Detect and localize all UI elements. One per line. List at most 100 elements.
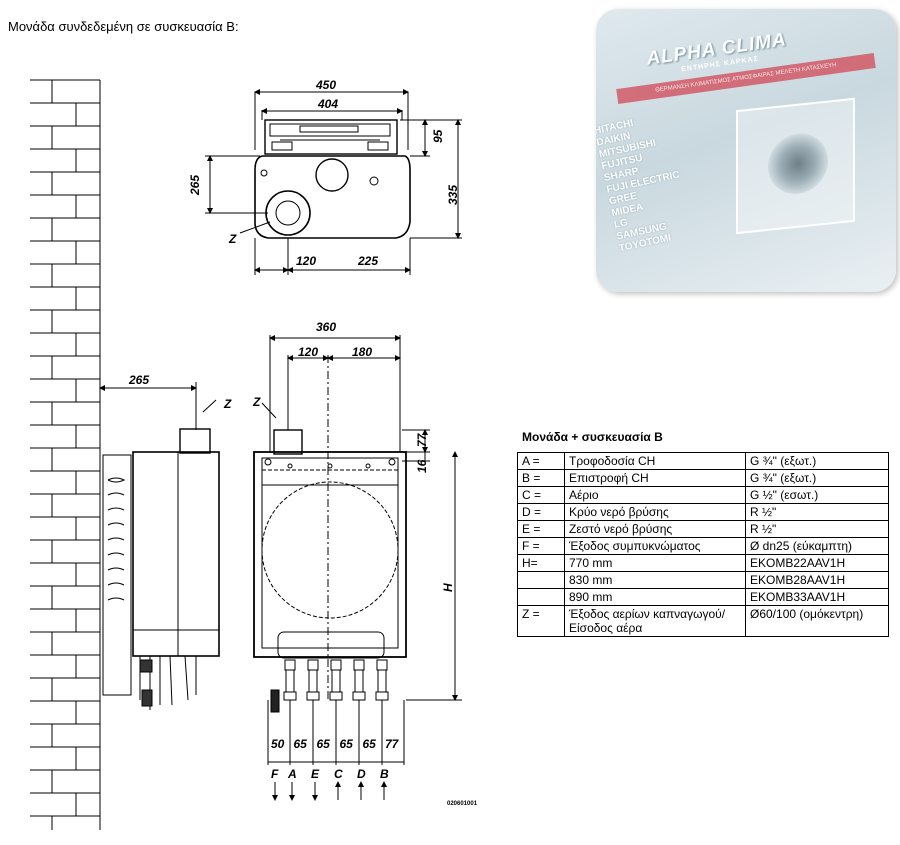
dim-95: 95 xyxy=(431,129,445,143)
dim-360: 360 xyxy=(316,320,336,334)
table-cell: Έξοδος συμπυκνώματος xyxy=(564,537,746,555)
connection-label-d: D xyxy=(357,767,366,781)
bottom-spacings: 50 65 65 65 65 77 xyxy=(271,737,400,751)
table-cell: G ½" (εσωτ.) xyxy=(745,486,889,504)
dim-120-top: 120 xyxy=(296,254,316,268)
fitting-f xyxy=(270,689,280,713)
fitting-pipe xyxy=(354,669,364,693)
dim-335: 335 xyxy=(446,185,460,205)
table-cell: Επιστροφή CH xyxy=(564,469,746,487)
fitting-pipe xyxy=(308,669,318,693)
ad-unit-image xyxy=(736,97,855,235)
table-cell: Αέριο xyxy=(564,486,746,504)
table-cell xyxy=(517,571,565,589)
front-view xyxy=(253,335,462,765)
table-cell: EKOMB33AAV1H xyxy=(745,588,889,606)
connection-label-a: A xyxy=(287,767,297,781)
connection-label-f: F xyxy=(271,767,279,781)
dim-77-top: 77 xyxy=(415,432,429,447)
label-z-front: Z xyxy=(252,395,261,409)
table-cell: 830 mm xyxy=(564,571,746,589)
dim-16: 16 xyxy=(415,459,429,473)
label-z-top: Z xyxy=(228,232,237,246)
spacing-0: 50 xyxy=(271,737,285,751)
table-cell: EKOMB22AAV1H xyxy=(745,554,889,572)
fitting-nut xyxy=(307,659,319,671)
spacing-4: 65 xyxy=(363,737,377,751)
table-title: Μονάδα + συσκευασία Β xyxy=(522,430,663,444)
table-cell: Ζεστό νερό βρύσης xyxy=(564,520,746,538)
fitting-valve xyxy=(306,691,320,701)
fitting-pipe xyxy=(331,669,341,693)
alpha-clima-ad-image: ALPHA CLIMA ΕΝΤΗΡΗΣ ΚΑΡΚΑΣ ΘΕΡΜΑΝΣΗ ΚΛΙΜ… xyxy=(596,9,896,292)
dim-404: 404 xyxy=(317,97,338,111)
table-cell: G ¾" (εξωτ.) xyxy=(745,452,889,470)
top-view xyxy=(205,89,462,275)
table-cell: Ø60/100 (ομόκεντρη) xyxy=(745,605,889,637)
table-cell: 770 mm xyxy=(564,554,746,572)
table-cell xyxy=(517,588,565,606)
spacing-2: 65 xyxy=(317,737,331,751)
connection-label-b: B xyxy=(380,767,389,781)
brick-wall xyxy=(30,79,101,830)
dim-265-top: 265 xyxy=(188,175,202,196)
dim-225: 225 xyxy=(357,254,378,268)
label-z-side: Z xyxy=(223,397,232,411)
drawing-code: 020601001 xyxy=(447,801,478,807)
fitting-nut xyxy=(353,659,365,671)
dim-h: H xyxy=(441,583,455,592)
table-cell: R ½" xyxy=(745,503,889,521)
table-cell: Ø dn25 (εύκαμπτη) xyxy=(745,537,889,555)
table-cell: Κρύο νερό βρύσης xyxy=(564,503,746,521)
fitting-nut xyxy=(376,659,388,671)
spacing-3: 65 xyxy=(340,737,354,751)
side-view xyxy=(99,382,220,710)
dim-180: 180 xyxy=(352,345,372,359)
fitting-nut xyxy=(330,659,342,671)
table-cell: A = xyxy=(517,452,565,470)
table-cell: Z = xyxy=(517,605,565,637)
table-cell: D = xyxy=(517,503,565,521)
table-row: Z =Έξοδος αερίων καπναγωγού/Είσοδος αέρα… xyxy=(517,605,889,637)
table-cell: R ½" xyxy=(745,520,889,538)
table-cell: G ¾" (εξωτ.) xyxy=(745,469,889,487)
connection-label-c: C xyxy=(334,767,343,781)
table-cell: EKOMB28AAV1H xyxy=(745,571,889,589)
fitting-nut xyxy=(284,659,296,671)
table-cell: 890 mm xyxy=(564,588,746,606)
table-cell: Τροφοδοσία CH xyxy=(564,452,746,470)
fitting-valve xyxy=(352,691,366,701)
fitting-pipe xyxy=(285,669,295,693)
fitting-valve xyxy=(329,691,343,701)
fitting-pipe xyxy=(377,669,387,693)
dim-265-side: 265 xyxy=(128,373,149,387)
connection-label-e: E xyxy=(311,767,320,781)
spacing-5: 77 xyxy=(385,737,400,751)
dim-450: 450 xyxy=(315,78,336,92)
fitting-valve xyxy=(375,691,389,701)
table-cell: C = xyxy=(517,486,565,504)
table-cell: H= xyxy=(517,554,565,572)
table-cell: Έξοδος αερίων καπναγωγού/Είσοδος αέρα xyxy=(564,605,746,637)
page-title: Μονάδα συνδεδεμένη σε συσκευασία Β: xyxy=(8,19,239,34)
table-cell: F = xyxy=(517,537,565,555)
fitting-valve xyxy=(283,691,297,701)
table-cell: E = xyxy=(517,520,565,538)
spacing-1: 65 xyxy=(294,737,308,751)
ad-fan-icon xyxy=(768,130,828,197)
table-cell: B = xyxy=(517,469,565,487)
dim-120-front: 120 xyxy=(298,345,318,359)
